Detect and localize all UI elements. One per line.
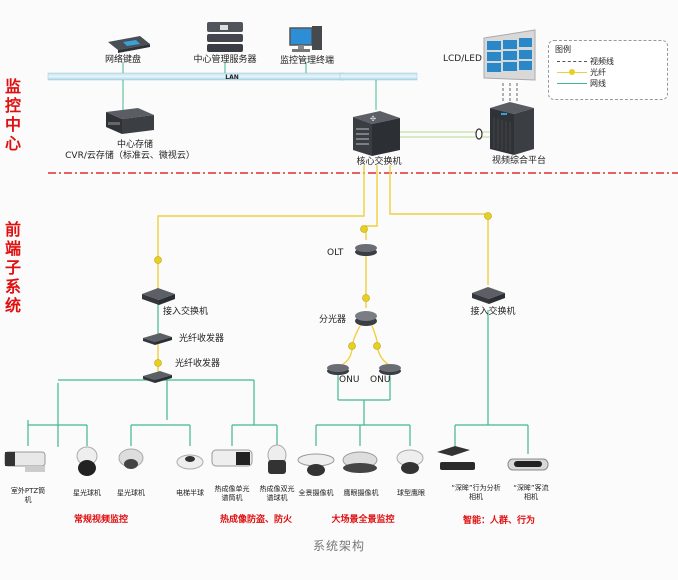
link-ring-icon	[475, 128, 483, 140]
central-storage-icon	[106, 108, 154, 134]
camera-label: 鹰眼摄像机	[343, 489, 379, 497]
camera-label: 室外PTZ筒机	[10, 487, 46, 504]
camera-label: 星光球机	[117, 489, 145, 497]
svg-text:✣: ✣	[370, 115, 376, 123]
access-switch-right-icon	[472, 287, 505, 304]
ethernet-line-icon	[557, 83, 587, 84]
fiber-node	[154, 359, 162, 367]
olt-icon	[355, 244, 377, 256]
fiber-transceiver-2-label: 光纤收发器	[175, 359, 221, 369]
central-storage-label: 中心存储	[116, 140, 154, 150]
deep-view-behavior-camera-icon	[437, 446, 475, 470]
olt-label: OLT	[327, 248, 344, 258]
center-ethernet-lines	[122, 62, 377, 110]
camera-label: 热成像双光谱球机	[259, 485, 295, 502]
fiber-transceiver-1-label: 光纤收发器	[179, 334, 225, 344]
starlight-dome-camera-2-icon	[118, 448, 144, 469]
category-thermal-antitheft-fire: 热成像防盗、防火	[219, 515, 293, 525]
eagle-eye-camera-icon	[342, 451, 378, 473]
management-terminal-label: 监控管理终端	[279, 56, 335, 66]
legend-item-fiber: 光纤	[557, 67, 606, 78]
fiber-transceiver-1-icon	[143, 333, 172, 345]
camera-label: 电梯半球	[176, 489, 204, 497]
thermal-bullet-camera-icon	[211, 449, 253, 467]
lan-bus	[47, 72, 345, 81]
fiber-node	[154, 256, 162, 264]
core-switch-icon: ✣	[353, 111, 400, 156]
elevator-mini-dome-camera-icon	[176, 454, 204, 470]
access-switch-left-label: 接入交换机	[163, 307, 209, 317]
onu-2-label: ONU	[370, 375, 391, 385]
onu-1-icon	[327, 364, 349, 375]
camera-label: “深眸”客流相机	[513, 484, 549, 501]
dome-eagle-eye-camera-icon	[396, 449, 424, 474]
deep-view-people-counting-camera-icon	[507, 458, 549, 471]
fiber-transceiver-2-icon	[143, 371, 172, 383]
front-ethernet-lines	[27, 303, 529, 454]
camera-label: 星光球机	[73, 489, 101, 497]
core-to-platform-link	[400, 131, 490, 138]
category-conventional-video: 常规视频监控	[73, 515, 129, 525]
management-server-icon	[207, 22, 243, 52]
splitter-icon	[355, 311, 377, 326]
camera-label: 球型鹰眼	[397, 489, 425, 497]
onu-1-label: ONU	[339, 375, 360, 385]
dashed-line-icon	[557, 61, 587, 62]
fiber-lines	[157, 165, 489, 372]
figure-caption: 系统架构	[312, 539, 366, 553]
category-large-scene-panoramic: 大场景全景监控	[331, 515, 395, 525]
legend-box: 图例 视频线 光纤 网线	[548, 40, 668, 100]
outdoor-ptz-bullet-camera-icon	[4, 451, 46, 472]
fiber-node	[348, 342, 356, 350]
legend-title: 图例	[555, 45, 571, 54]
category-intelligent-crowd-behavior: 智能：人群、行为	[462, 516, 536, 526]
legend-item-video-cable: 视频线	[557, 56, 614, 67]
fiber-node	[373, 342, 381, 350]
fiber-node	[360, 225, 368, 233]
section-label-front-end-subsystem: 前端子系统	[4, 220, 21, 315]
camera-label: 热成像单光谱筒机	[214, 485, 250, 502]
access-switch-right-label: 接入交换机	[470, 307, 516, 317]
splitter-label: 分光器	[319, 315, 347, 325]
lcd-led-label: LCD/LED	[443, 54, 482, 64]
network-keyboard-icon	[108, 36, 150, 53]
cvr-cloud-storage-label: CVR/云存储（标准云、微视云）	[65, 151, 195, 161]
camera-label: 全景摄像机	[298, 489, 334, 497]
thermal-dome-camera-icon	[267, 444, 287, 474]
access-switch-left-icon	[142, 288, 175, 305]
legend-item-ethernet: 网线	[557, 78, 606, 89]
lan-bus-extension	[339, 72, 418, 81]
fiber-node	[362, 294, 370, 302]
video-integrated-platform-icon	[490, 102, 534, 155]
section-label-monitoring-center: 监控中心	[4, 77, 21, 153]
lan-label: LAN	[225, 74, 239, 81]
fiber-node	[484, 212, 492, 220]
camera-label: “深眸”行为分析相机	[451, 484, 501, 501]
video-platform-label: 视频综合平台	[491, 156, 547, 166]
fiber-connector-nodes	[154, 212, 492, 367]
core-switch-label: 核心交换机	[356, 157, 402, 167]
management-terminal-icon	[289, 26, 322, 52]
panoramic-camera-icon	[297, 453, 335, 476]
onu-2-icon	[379, 364, 401, 375]
fiber-line-icon	[557, 69, 587, 75]
network-keyboard-label: 网络键盘	[104, 55, 142, 65]
management-server-label: 中心管理服务器	[193, 55, 257, 65]
lcd-led-video-wall-icon	[483, 29, 536, 81]
video-lines	[502, 83, 518, 102]
starlight-dome-camera-1-icon	[76, 446, 98, 476]
